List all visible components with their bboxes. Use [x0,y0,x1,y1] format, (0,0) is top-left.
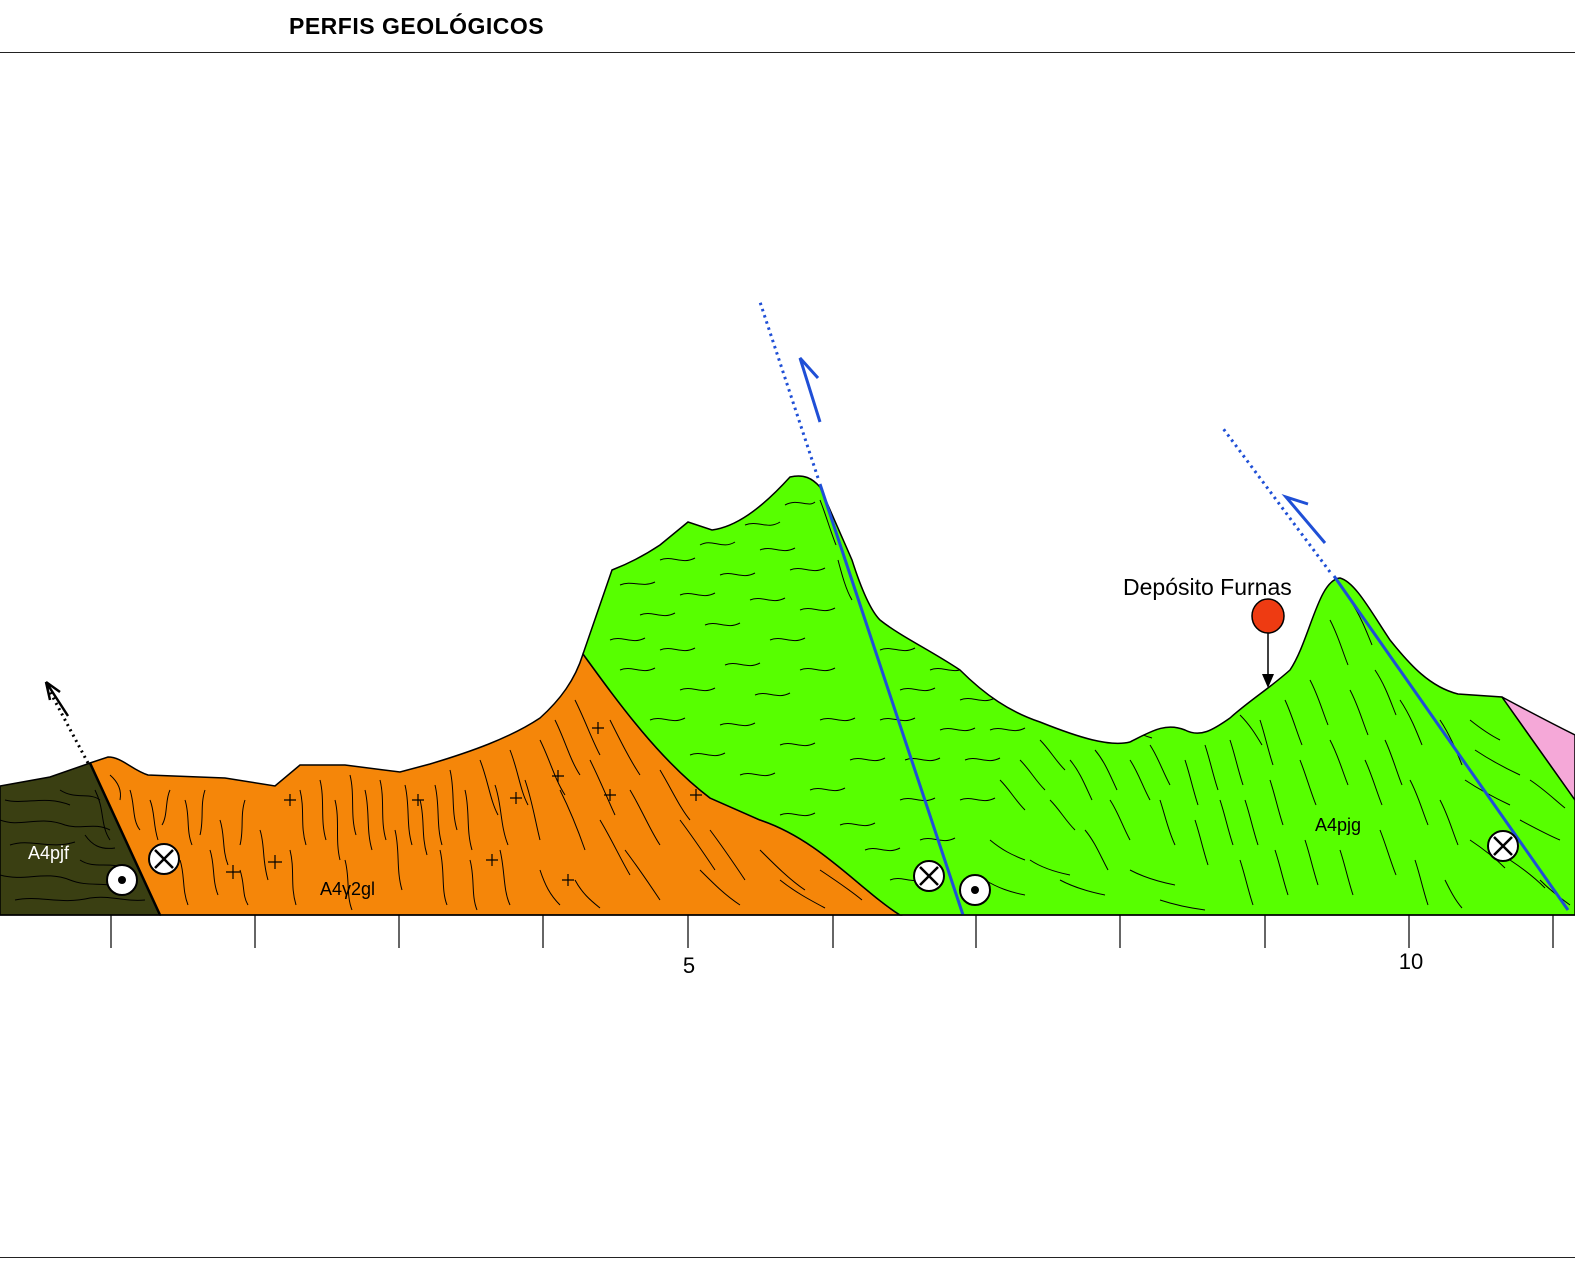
unit-a4gamma2gl-texture [109,699,863,911]
fault-right-arrow [1281,493,1327,544]
movement-toward-icon [106,864,138,896]
scale-ticks [110,915,1554,948]
fault-central-arrow [798,356,822,423]
unit-label-a4gamma2gl: A4γ2gl [320,879,375,899]
scale-tick-label-10: 10 [1399,949,1423,974]
movement-away-icon [913,860,945,892]
scale-tick-label-5: 5 [683,953,695,978]
unit-a4pjg-texture [609,499,1571,911]
movement-toward-icon [959,874,991,906]
fault-right [1220,426,1570,911]
fault-left [44,680,162,916]
fault-central [758,301,965,916]
footer-rule [0,1257,1575,1258]
deposit-label: Depósito Furnas [1123,574,1292,600]
header-rule [0,52,1575,53]
deposit-marker [1251,598,1285,688]
granite-cross-marks [226,722,702,886]
movement-away-icon [1487,830,1519,862]
page-title: PERFIS GEOLÓGICOS [289,13,545,39]
fault-left-arrow [44,680,70,717]
movement-away-icon [148,843,180,875]
unit-label-a4pjf: A4pjf [28,843,70,863]
unit-label-a4pjg: A4pjg [1315,815,1361,835]
unit-a4pjg-fill [582,475,1575,916]
